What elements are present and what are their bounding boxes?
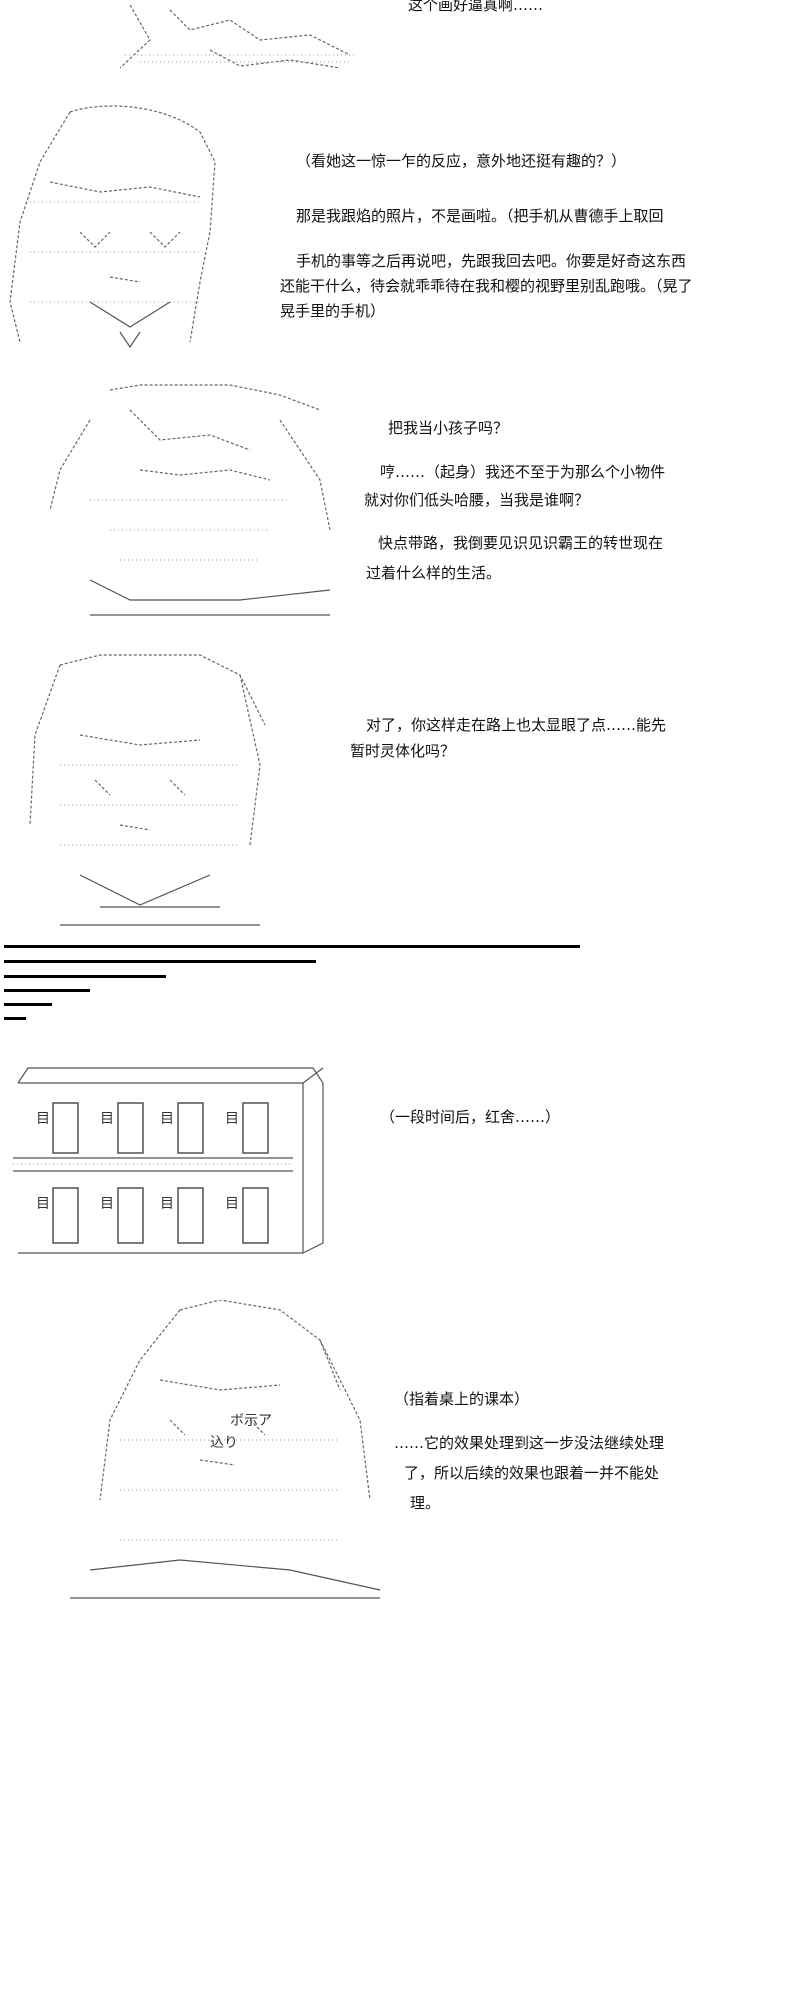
book-text: ボ示ア [230,1413,272,1429]
dialogue-line: 就对你们低头哈腰，当我是谁啊？ [364,491,590,509]
ascii-art-figure-2 [0,102,230,352]
dialogue-line: 晃手里的手机） [280,302,386,320]
ascii-art-figure-3 [30,380,340,620]
door-label: 目 [100,1111,114,1127]
dialogue-line: 快点带路，我倒要见识见识霸王的转世现在 [378,534,664,552]
scene-divider [4,1003,52,1006]
scene-divider [4,975,166,978]
dialogue-line: ……它的效果处理到这一步没法继续处理 [394,1434,665,1452]
building-illustration: 目 目 目 目 目 目 目 目 [8,1063,328,1258]
scene-divider [4,945,580,948]
dialogue-line: 还能干什么，待会就乖乖待在我和樱的视野里别乱跑哦。（晃了 [280,277,693,295]
ascii-art-figure-4 [20,645,270,930]
dialogue-line: （看她这一惊一乍的反应，意外地还挺有趣的？） [296,152,627,170]
scene-divider [4,989,90,992]
ascii-art-figure-6: ボ示ア 込り [60,1300,390,1600]
dialogue-line: 暂时灵体化吗？ [350,742,456,760]
dialogue-line: （指着桌上的课本） [394,1390,530,1408]
scene-divider [4,1017,26,1020]
door-label: 目 [225,1196,239,1212]
dialogue-line: 把我当小孩子吗？ [388,419,509,437]
dialogue-line: 对了，你这样走在路上也太显眼了点……能先 [366,716,667,734]
door-label: 目 [36,1196,50,1212]
door-label: 目 [100,1196,114,1212]
door-label: 目 [36,1111,50,1127]
book-text: 込り [210,1435,238,1451]
door-label: 目 [160,1196,174,1212]
ascii-art-figure-1 [110,0,360,72]
dialogue-line: 手机的事等之后再说吧，先跟我回去吧。你要是好奇这东西 [296,252,687,270]
dialogue-line: 过着什么样的生活。 [366,564,502,582]
dialogue-line: 理。 [410,1494,441,1512]
door-label: 目 [225,1111,239,1127]
dialogue-line: 哼……（起身）我还不至于为那么个小物件 [380,463,666,481]
dialogue-line: 那是我跟焰的照片，不是画啦。（把手机从曹德手上取回 [296,207,664,225]
dialogue-line: 了，所以后续的效果也跟着一并不能处 [404,1464,660,1482]
dialogue-line: 这个画好逼真啊…… [408,0,544,14]
dialogue-line: （一段时间后，红舍……） [380,1108,561,1126]
door-label: 目 [160,1111,174,1127]
scene-divider [4,960,316,963]
